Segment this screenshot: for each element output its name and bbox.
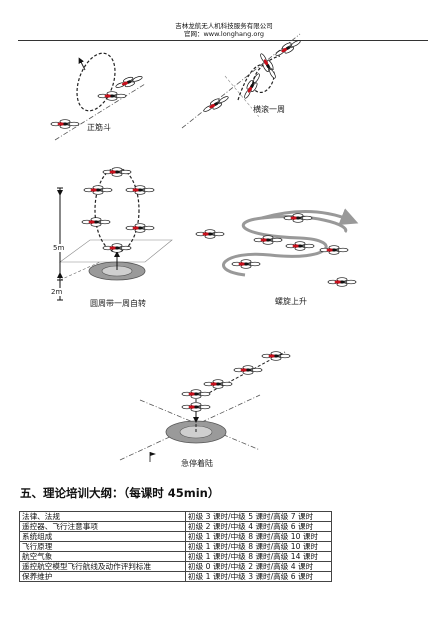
hours-cell: 初级 1 课时/中级 8 课时/高级 10 课时 — [185, 531, 332, 542]
hours-cell: 初级 1 课时/中级 8 课时/高级 10 课时 — [185, 541, 332, 552]
company-name: 吉林龙航无人机科技服务有限公司 — [175, 22, 273, 30]
topic-cell: 飞行原理 — [19, 541, 186, 552]
topic-cell: 航空气象 — [19, 551, 186, 562]
dimension-2m: 2m — [50, 288, 64, 296]
inside-loop-figure — [50, 52, 146, 141]
topic-cell: 系统组成 — [19, 531, 186, 542]
table-row: 航空气象 初级 1 课时/中级 8 课时/高级 14 课时 — [19, 551, 332, 562]
hours-cell: 初级 0 课时/中级 2 课时/高级 4 课时 — [185, 561, 332, 572]
emergency-landing-caption: 急停着陆 — [180, 458, 214, 469]
section-title: 五、理论培训大纲： — [20, 486, 124, 500]
vertical-circle-figure — [57, 167, 173, 301]
topic-cell: 遥控航空模型飞行航线及动作评判标准 — [19, 561, 186, 572]
hours-cell: 初级 3 课时/中级 5 课时/高级 7 课时 — [185, 511, 332, 522]
section-heading: 五、理论培训大纲：（每课时 45min） — [20, 485, 219, 501]
vertical-circle-caption: 圆周带一周自转 — [89, 298, 147, 309]
hours-cell: 初级 1 课时/中级 3 课时/高级 6 课时 — [185, 571, 332, 582]
table-row: 系统组成 初级 1 课时/中级 8 课时/高级 10 课时 — [19, 531, 332, 542]
document-header: 吉林龙航无人机科技服务有限公司 官网：www.longhang.org — [0, 22, 448, 38]
emergency-landing-figure — [119, 351, 291, 462]
topic-cell: 法律、法规 — [19, 511, 186, 522]
header-rule — [18, 40, 428, 41]
table-row: 保养维护 初级 1 课时/中级 3 课时/高级 6 课时 — [19, 571, 332, 582]
ascending-spiral-caption: 螺旋上升 — [274, 296, 308, 307]
table-row: 遥控器、飞行注意事项 初级 2 课时/中级 4 课时/高级 6 课时 — [19, 521, 332, 532]
ascending-spiral-figure — [195, 208, 359, 287]
roll-caption: 横滚一周 — [252, 104, 286, 115]
maneuver-illustrations — [50, 33, 359, 462]
company-website: 官网：www.longhang.org — [183, 30, 265, 38]
dimension-5m: 5m — [52, 244, 66, 252]
inside-loop-caption: 正筋斗 — [86, 122, 112, 133]
table-row: 法律、法规 初级 3 课时/中级 5 课时/高级 7 课时 — [19, 511, 332, 522]
section-subtitle: （每课时 45min） — [123, 486, 220, 500]
table-row: 遥控航空模型飞行航线及动作评判标准 初级 0 课时/中级 2 课时/高级 4 课… — [19, 561, 332, 572]
table-row: 飞行原理 初级 1 课时/中级 8 课时/高级 10 课时 — [19, 541, 332, 552]
hours-cell: 初级 1 课时/中级 8 课时/高级 14 课时 — [185, 551, 332, 562]
topic-cell: 遥控器、飞行注意事项 — [19, 521, 186, 532]
hours-cell: 初级 2 课时/中级 4 课时/高级 6 课时 — [185, 521, 332, 532]
topic-cell: 保养维护 — [19, 571, 186, 582]
syllabus-table: 法律、法规 初级 3 课时/中级 5 课时/高级 7 课时 遥控器、飞行注意事项… — [19, 511, 332, 582]
